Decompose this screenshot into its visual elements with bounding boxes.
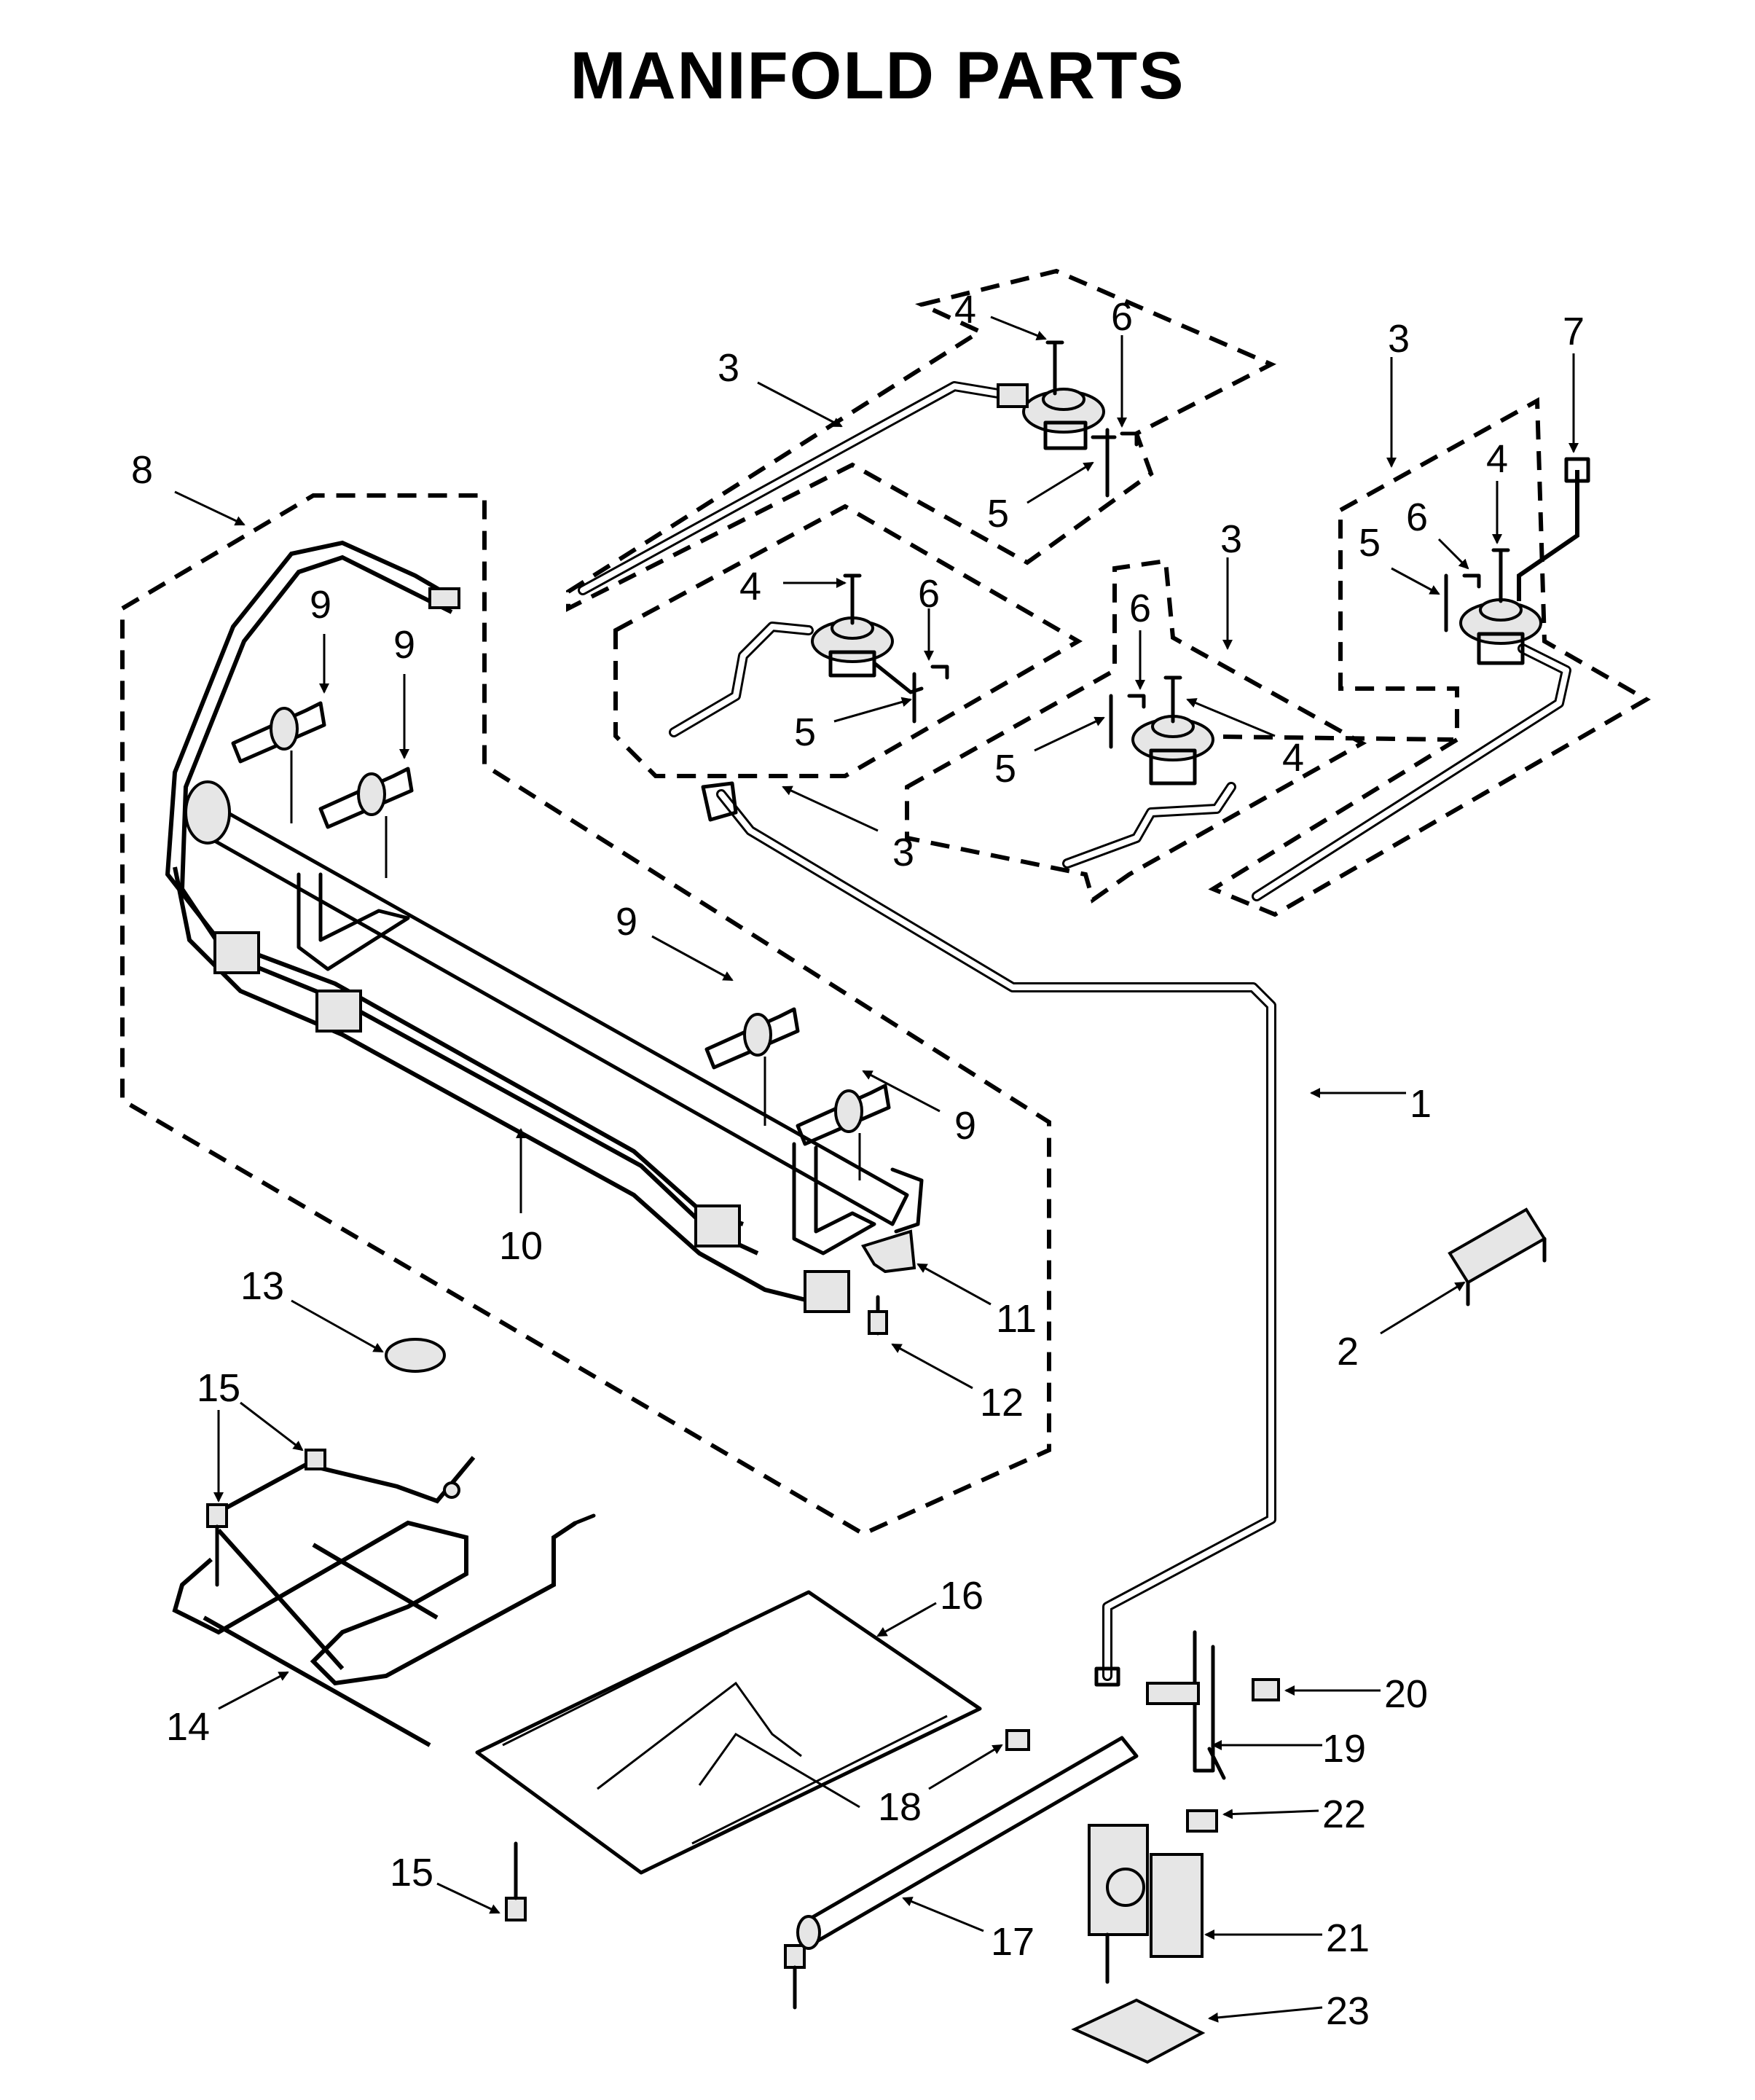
leader-c22 [1222, 1809, 1319, 1819]
leader-c3d [782, 785, 879, 832]
bracket-screw [1252, 1678, 1280, 1701]
callout-label-c5d: 5 [1359, 521, 1381, 565]
callout-label-c4c: 4 [1486, 437, 1508, 481]
leader-c4a [990, 316, 1047, 341]
valve-group-box-right [905, 558, 1367, 904]
callout-label-c22: 22 [1322, 1793, 1366, 1836]
valve-group-box-top [566, 268, 1277, 612]
pipe-clip [860, 1229, 916, 1274]
leader-c23 [1208, 2006, 1323, 2023]
sensor-disc [385, 1338, 446, 1373]
valve-screw [1186, 1809, 1218, 1833]
callout-label-c18: 18 [878, 1785, 922, 1829]
callout-label-c6b: 6 [918, 572, 940, 616]
dashed-group-boxes [120, 268, 1652, 1537]
orifice-holders [231, 701, 891, 1180]
valve-plate [1071, 1998, 1206, 2064]
callout-label-c9c: 9 [616, 900, 637, 944]
burner-screw [1005, 1729, 1030, 1751]
callout-label-c23: 23 [1326, 1989, 1370, 2033]
callout-label-c12: 12 [980, 1381, 1024, 1425]
callout-leaders [174, 316, 1579, 2023]
leader-c16 [876, 1602, 937, 1637]
leader-c6d [1437, 538, 1469, 570]
leader-c9d [862, 1070, 941, 1113]
bake-element [172, 1456, 596, 1747]
oven-valve [1088, 1824, 1204, 1984]
callout-label-c3c: 3 [1220, 517, 1242, 561]
wire-harness [165, 540, 850, 1313]
callout-label-c13: 13 [240, 1264, 284, 1308]
callout-label-c3b: 3 [1388, 317, 1410, 361]
leader-c3a [757, 381, 843, 428]
callout-label-c6a: 6 [1111, 295, 1133, 339]
leader-c12 [891, 1343, 973, 1390]
leader-c15c [436, 1882, 500, 1914]
leader-c17 [902, 1897, 984, 1932]
callout-label-c6d: 6 [1406, 495, 1428, 539]
leader-c11 [916, 1263, 992, 1306]
valve-group-box-far-right [1208, 396, 1652, 917]
callout-label-c5b: 5 [794, 710, 816, 754]
igniter-bracket [1146, 1630, 1226, 1780]
callout-label-c10: 10 [499, 1224, 543, 1268]
callout-label-c3a: 3 [718, 346, 739, 390]
callout-label-c9b: 9 [393, 623, 415, 667]
callout-label-c4b: 4 [739, 565, 761, 608]
leader-c9c [651, 935, 734, 982]
callout-label-c5a: 5 [987, 492, 1009, 536]
callout-label-c15b: 15 [197, 1366, 240, 1410]
leader-c13 [291, 1299, 384, 1353]
callout-label-c16: 16 [940, 1574, 983, 1618]
callout-label-c5c: 5 [994, 747, 1016, 791]
callout-label-c7: 7 [1563, 310, 1585, 353]
page-title: MANIFOLD PARTS [570, 39, 1185, 113]
leader-c5d [1391, 567, 1440, 595]
element-screws [206, 1449, 806, 2010]
callout-label-c15c: 15 [390, 1851, 433, 1895]
callout-label-c20: 20 [1384, 1672, 1428, 1716]
valve-assembly-far-right [1252, 457, 1590, 901]
spark-module [1448, 1207, 1547, 1306]
leader-c4d [1186, 698, 1276, 737]
manifold-pipe [184, 780, 924, 1255]
callout-label-c1: 1 [1410, 1082, 1432, 1126]
callout-label-c15a: 15 [197, 1366, 240, 1410]
burner-baffle [475, 1590, 982, 1875]
valve-assembly-left [669, 573, 949, 737]
clip-screw [868, 1295, 888, 1336]
callout-label-c9a: 9 [310, 583, 331, 627]
leader-c5a [1026, 461, 1094, 504]
valve-assembly-top [578, 340, 1139, 595]
leader-c2 [1380, 1281, 1466, 1335]
callout-label-c8: 8 [131, 448, 153, 492]
valve-group-box-left [613, 504, 1083, 778]
leader-c8 [174, 490, 246, 526]
callout-label-c4a: 4 [954, 288, 976, 332]
callout-label-c4d: 4 [1282, 736, 1304, 780]
manifold-group-box [120, 493, 1051, 1537]
burner-tube [796, 1736, 1139, 1950]
callout-label-c3d: 3 [892, 831, 914, 874]
callout-label-c21: 21 [1326, 1916, 1370, 1960]
callout-label-c14: 14 [166, 1705, 210, 1749]
callout-label-c6c: 6 [1129, 587, 1151, 630]
leader-c5c [1034, 716, 1105, 752]
valve-assembly-right [1062, 675, 1236, 869]
gas-tube [701, 781, 1276, 1687]
leader-c18 [928, 1744, 1003, 1790]
leader-c14 [218, 1671, 289, 1710]
callout-label-c2: 2 [1337, 1330, 1359, 1374]
callout-label-c19: 19 [1322, 1727, 1366, 1771]
callout-label-c11: 11 [996, 1297, 1037, 1341]
callout-label-c9d: 9 [954, 1104, 976, 1148]
leader-c15b [240, 1401, 304, 1451]
callout-label-c17: 17 [991, 1920, 1034, 1964]
leader-c5b [833, 697, 912, 723]
